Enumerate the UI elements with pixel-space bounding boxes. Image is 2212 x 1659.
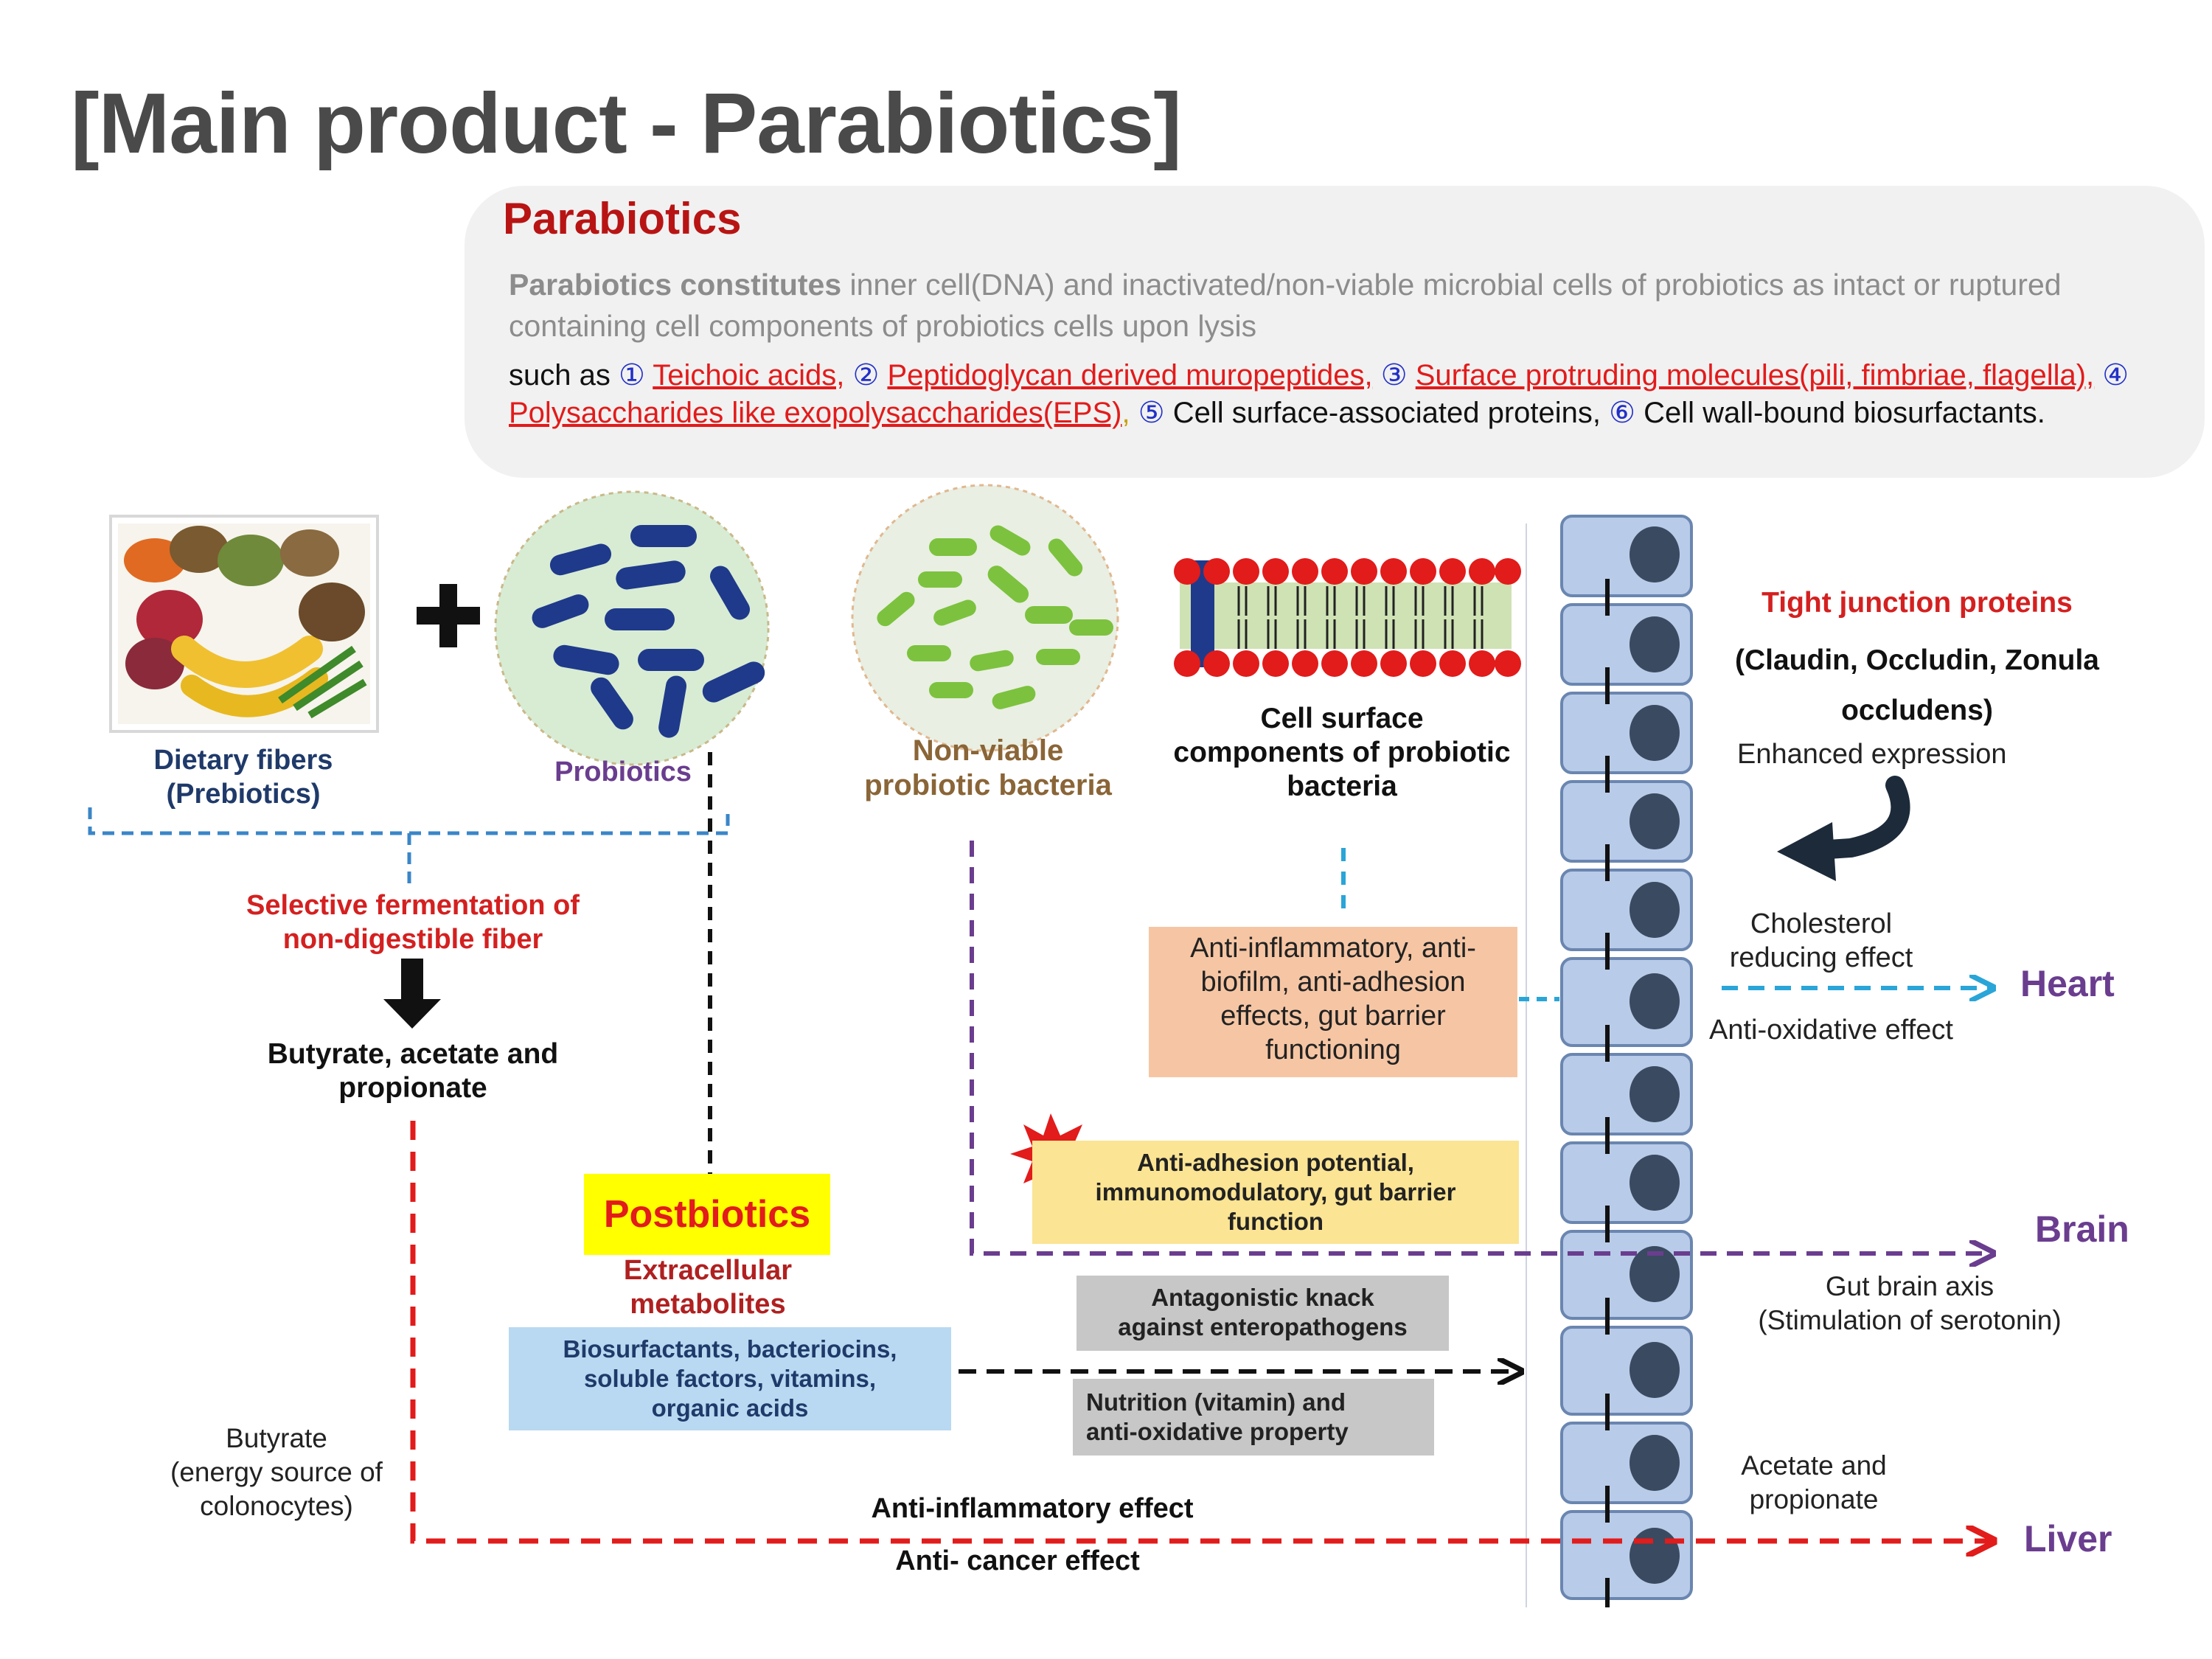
list-item: Cell wall-bound biosurfactants. xyxy=(1644,397,2045,429)
anti-oxidative-label: Anti-oxidative effect xyxy=(1709,1015,1953,1046)
yellow-box-line: Anti-adhesion potential, xyxy=(1137,1149,1414,1176)
nutrition-box: Nutrition (vitamin) and anti-oxidative p… xyxy=(1073,1379,1434,1455)
liver-pathway-line xyxy=(410,1121,1991,1541)
brain-label: Brain xyxy=(2035,1208,2129,1250)
nonviable-line1: Non-viable xyxy=(912,734,1064,767)
tight-junction-line2: (Claudin, Occludin, Zonula xyxy=(1735,644,2099,676)
description-bold: Parabiotics constitutes xyxy=(509,268,842,302)
yellow-effects-box: Anti-adhesion potential, immunomodulator… xyxy=(1032,1141,1519,1244)
cholesterol-line2: reducing effect xyxy=(1729,942,1913,973)
extracellular-line1: Extracellular xyxy=(623,1255,793,1286)
component-list: such as ① Teichoic acids, ② Peptidoglyca… xyxy=(509,357,2168,432)
list-item-number: ② xyxy=(852,359,880,392)
yellow-box-line: function xyxy=(1227,1208,1324,1235)
cholesterol-label: Cholesterol reducing effect xyxy=(1711,907,1932,975)
parabiotics-heading: Parabiotics xyxy=(503,194,742,243)
orange-box-line: effects, gut barrier xyxy=(1220,1001,1446,1032)
nonviable-line2: probiotic bacteria xyxy=(864,769,1112,801)
list-item: Polysaccharides like exopolysaccharides(… xyxy=(509,397,1122,429)
list-item: Peptidoglycan derived muropeptides, xyxy=(887,359,1373,392)
curved-arrow-icon xyxy=(1777,776,1910,881)
orange-box-line: functioning xyxy=(1265,1034,1401,1065)
anti-cancer-effect: Anti- cancer effect xyxy=(895,1545,1140,1576)
nutrition-line: Nutrition (vitamin) and xyxy=(1086,1388,1346,1416)
cell-surface-line3: bacteria xyxy=(1287,771,1397,802)
nonviable-circle xyxy=(851,484,1119,752)
list-prefix: such as xyxy=(509,359,619,392)
liver-label: Liver xyxy=(2024,1518,2112,1559)
cell-surface-line1: Cell surface xyxy=(1260,703,1424,734)
prebiotics-line2: (Prebiotics) xyxy=(166,779,321,810)
fermentation-bracket xyxy=(88,807,730,885)
antagonistic-line: Antagonistic knack xyxy=(1151,1284,1374,1311)
probiotics-label: Probiotics xyxy=(554,757,692,787)
antagonistic-box: Antagonistic knack against enteropathoge… xyxy=(1077,1276,1449,1351)
down-arrow-icon xyxy=(383,959,441,1029)
butyrate-energy-line: (energy source of xyxy=(170,1457,383,1487)
selective-fermentation-label: Selective fermentation of non-digestible… xyxy=(192,888,634,956)
list-item: Teichoic acids, xyxy=(653,359,845,392)
list-comma: , xyxy=(1121,397,1130,429)
description-rest: inner cell(DNA) and inactivated/non-viab… xyxy=(509,268,2062,343)
acetate-propionate-label: Acetate and propionate xyxy=(1711,1449,1917,1517)
parabiotics-description: Parabiotics constitutes inner cell(DNA) … xyxy=(509,264,2131,347)
butyrate-acetate-label: Butyrate, acetate and propionate xyxy=(214,1037,612,1105)
orange-box-line: Anti-inflammatory, anti- xyxy=(1190,933,1476,964)
cholesterol-line1: Cholesterol xyxy=(1750,908,1893,939)
epithelial-cells xyxy=(1526,515,1693,1607)
butyrate-line1: Butyrate, acetate and xyxy=(267,1038,559,1070)
orange-effects-box: Anti-inflammatory, anti- biofilm, anti-a… xyxy=(1149,927,1517,1077)
acetate-line: propionate xyxy=(1749,1484,1879,1514)
brain-pathway-line xyxy=(970,841,1991,1253)
acetate-line: Acetate and xyxy=(1741,1450,1887,1481)
selective-line1: Selective fermentation of xyxy=(246,890,580,921)
gut-brain-line1: Gut brain axis xyxy=(1825,1271,1994,1301)
list-item-number: ⑤ xyxy=(1138,397,1165,429)
tight-junction-line3: occludens) xyxy=(1841,695,1993,726)
list-item-number: ① xyxy=(618,359,645,392)
butyrate-line2: propionate xyxy=(338,1072,487,1104)
extracellular-metabolites-label: Extracellular metabolites xyxy=(560,1253,855,1321)
selective-line2: non-digestible fiber xyxy=(282,924,543,955)
cell-surface-label: Cell surface components of probiotic bac… xyxy=(1150,702,1534,804)
gut-brain-axis-label: Gut brain axis (Stimulation of serotonin… xyxy=(1718,1270,2101,1338)
metabolites-line: Biosurfactants, bacteriocins, xyxy=(563,1335,897,1363)
enhanced-expression: Enhanced expression xyxy=(1737,739,2007,770)
list-item-number: ③ xyxy=(1380,359,1408,392)
nonviable-label: Non-viable probiotic bacteria xyxy=(848,734,1128,803)
fruit-image xyxy=(109,515,379,733)
cell-membrane-graphic xyxy=(1174,558,1521,677)
anti-inflammatory-effect: Anti-inflammatory effect xyxy=(871,1493,1194,1524)
list-item: Cell surface-associated proteins, xyxy=(1172,397,1601,429)
nutrition-line: anti-oxidative property xyxy=(1086,1418,1349,1445)
prebiotics-line1: Dietary fibers xyxy=(153,745,333,776)
orange-box-line: biofilm, anti-adhesion xyxy=(1200,967,1466,998)
parabiotics-info-panel xyxy=(465,186,2205,478)
heart-label: Heart xyxy=(2020,963,2115,1004)
butyrate-energy-label: Butyrate (energy source of colonocytes) xyxy=(147,1422,406,1523)
antagonistic-line: against enteropathogens xyxy=(1118,1313,1408,1340)
tight-junction-title: Tight junction proteins xyxy=(1761,587,2073,619)
list-item-number: ⑥ xyxy=(1609,397,1635,429)
metabolites-box: Biosurfactants, bacteriocins, soluble fa… xyxy=(509,1327,951,1430)
probiotics-circle xyxy=(494,490,770,766)
prebiotics-label: Dietary fibers (Prebiotics) xyxy=(118,743,369,811)
metabolites-line: organic acids xyxy=(651,1394,809,1422)
butyrate-energy-line: colonocytes) xyxy=(200,1491,353,1521)
extracellular-line2: metabolites xyxy=(630,1289,786,1320)
butyrate-energy-line: Butyrate xyxy=(226,1423,327,1453)
list-item-number: ④ xyxy=(2102,359,2129,392)
metabolites-line: soluble factors, vitamins, xyxy=(583,1365,877,1392)
cell-surface-line2: components of probiotic xyxy=(1173,737,1511,768)
gut-brain-line2: (Stimulation of serotonin) xyxy=(1758,1305,2062,1335)
tight-junction-names: (Claudin, Occludin, Zonula occludens) xyxy=(1703,636,2131,736)
plus-icon xyxy=(417,584,480,647)
yellow-box-line: immunomodulatory, gut barrier xyxy=(1095,1178,1456,1206)
list-item: Surface protruding molecules(pili, fimbr… xyxy=(1415,359,2095,392)
postbiotics-label: Postbiotics xyxy=(584,1174,830,1255)
page-title: [Main product - Parabiotics] xyxy=(71,75,1182,171)
